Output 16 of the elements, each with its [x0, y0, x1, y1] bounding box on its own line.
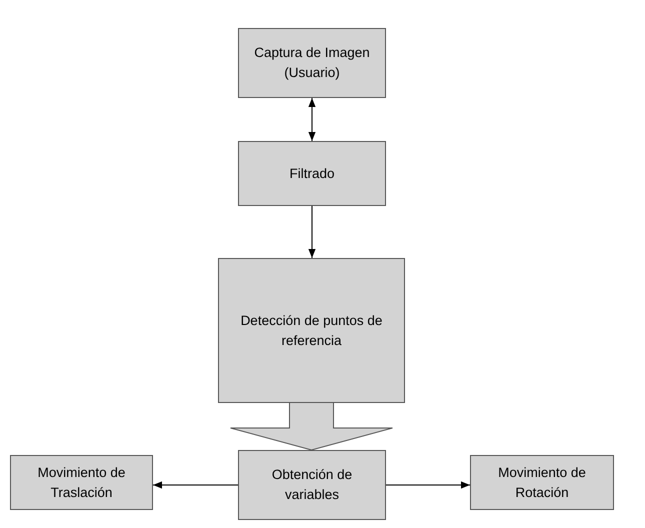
process-box	[470, 455, 614, 510]
process-box	[238, 450, 386, 520]
arrow	[152, 481, 238, 489]
box-label: Obtención de variables	[270, 466, 354, 504]
process-box	[238, 28, 386, 98]
box-label: Movimiento de Traslación	[36, 464, 126, 502]
arrow	[308, 206, 316, 258]
process-box	[10, 455, 153, 510]
process-box	[238, 141, 386, 206]
arrow	[308, 98, 316, 142]
box-label: Captura de Imagen (Usuario)	[253, 44, 371, 82]
box-label: Movimiento de Rotación	[497, 464, 587, 502]
arrow	[386, 481, 470, 489]
process-box	[218, 258, 405, 403]
box-label: Detección de puntos de referencia	[240, 312, 384, 350]
box-label: Filtrado	[288, 164, 336, 183]
